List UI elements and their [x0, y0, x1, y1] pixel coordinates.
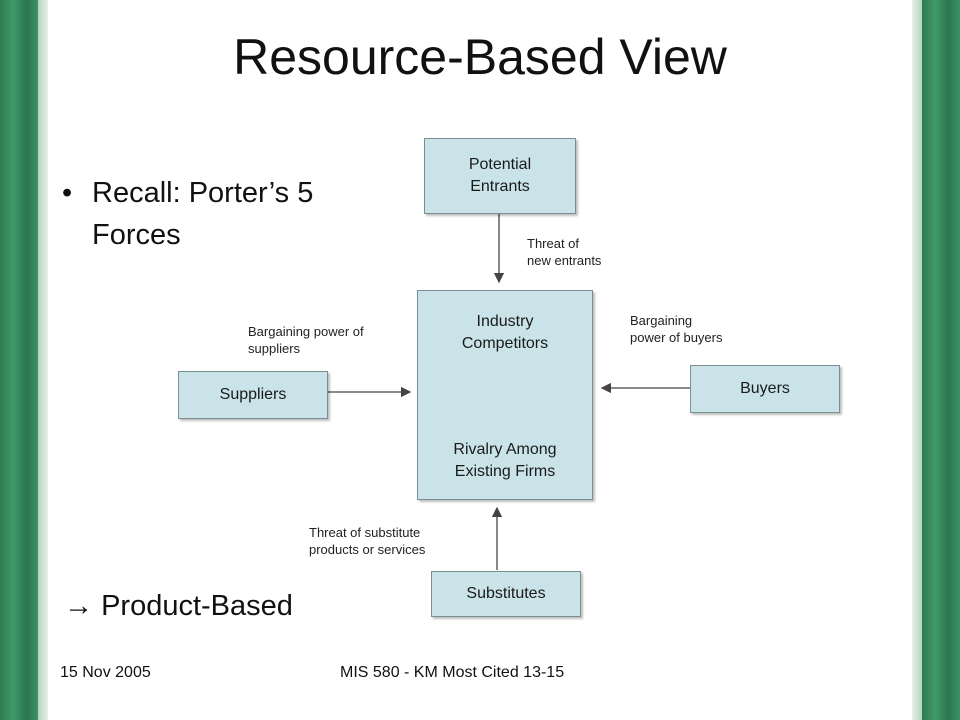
- right-arrow-icon: →: [64, 590, 93, 622]
- threat-substitutes-label: Threat of substitute products or service…: [309, 525, 426, 557]
- threat-new-entrants-label: Threat of new entrants: [527, 236, 602, 268]
- buyers-box: Buyers: [690, 365, 840, 413]
- potential-entrants-box: Potential Entrants: [424, 138, 576, 214]
- rivalry-line1: Rivalry Among: [453, 441, 557, 458]
- product-based-text: Product-Based: [101, 590, 293, 622]
- industry-competitors-line1: Industry: [476, 313, 534, 330]
- suppliers-box: Suppliers: [178, 371, 328, 419]
- bullet-item: • Recall: Porter’s 5 Forces: [62, 172, 392, 256]
- industry-competitors-box: Industry Competitors Rivalry Among Exist…: [417, 290, 593, 500]
- footer-date: 15 Nov 2005: [60, 664, 151, 681]
- substitutes-label: Substitutes: [466, 585, 546, 602]
- right-border-decoration: [922, 0, 960, 720]
- suppliers-label: Suppliers: [219, 386, 287, 403]
- slide-title: Resource-Based View: [233, 29, 727, 85]
- bullet-dot-icon: •: [62, 177, 73, 209]
- right-border-gradient: [912, 0, 922, 720]
- industry-competitors-line2: Competitors: [461, 335, 549, 352]
- bargaining-buyers-label: Bargaining power of buyers: [630, 313, 723, 345]
- rivalry-line2: Existing Firms: [454, 463, 556, 480]
- product-based-line: → Product-Based: [64, 590, 293, 623]
- bargaining-suppliers-label: Bargaining power of suppliers: [248, 324, 364, 356]
- footer-course: MIS 580 - KM Most Cited 13-15: [340, 664, 565, 681]
- substitutes-box: Substitutes: [431, 571, 581, 617]
- buyers-label: Buyers: [740, 380, 790, 397]
- potential-entrants-line2: Entrants: [470, 178, 530, 195]
- left-border-decoration: [0, 0, 38, 720]
- potential-entrants-line1: Potential: [468, 156, 532, 173]
- bullet-text: Recall: Porter’s 5 Forces: [92, 177, 314, 251]
- left-border-gradient: [38, 0, 48, 720]
